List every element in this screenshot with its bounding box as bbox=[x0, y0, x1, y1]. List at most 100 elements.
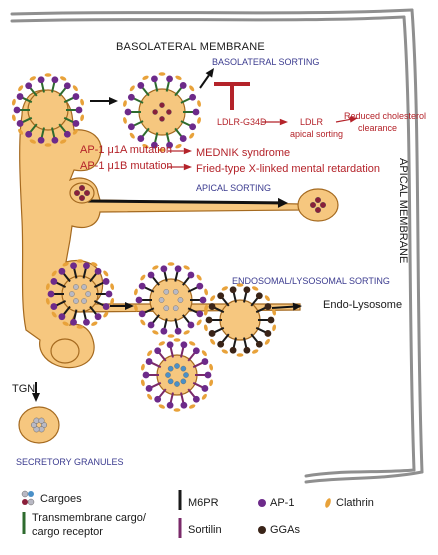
basolateral-vesicle-clathrin bbox=[142, 144, 149, 149]
tgn-endosomal-bud-adaptor bbox=[94, 313, 102, 321]
basolateral-vesicle-adaptor bbox=[179, 135, 187, 142]
endosomal-vesicle-gga-clathrin bbox=[203, 308, 208, 316]
tgn-basolateral-bud-receptor bbox=[58, 86, 67, 97]
tgn-basolateral-bud-clathrin bbox=[44, 143, 52, 147]
secretory-granule bbox=[18, 406, 60, 444]
tgn-endosomal-bud-cargo bbox=[73, 284, 79, 290]
tgn-endosomal-bud-cargo bbox=[81, 284, 87, 290]
endo-lysosome-label: Endo-Lysosome bbox=[323, 299, 403, 311]
tgn-basolateral-bud-clathrin bbox=[11, 98, 16, 106]
endosomal-vesicle-sortilin-clathrin bbox=[140, 363, 145, 371]
basolateral-vesicle-clathrin bbox=[197, 100, 201, 107]
endosomal-vesicle-sortilin-clathrin bbox=[201, 393, 207, 400]
tgn-endosomal-bud-clathrin bbox=[103, 311, 109, 318]
endosomal-vesicle-sortilin-receptor bbox=[192, 381, 204, 389]
legend-transmembrane-label-1: Transmembrane cargo/ bbox=[32, 512, 146, 524]
tgn-basolateral-bud-clathrin bbox=[80, 114, 85, 122]
endosomal-vesicle-gga-adaptor bbox=[267, 316, 275, 324]
endosomal-vesicle-sortilin-adaptor bbox=[180, 341, 188, 349]
endosomal-vesicle-ap1-clathrin bbox=[152, 265, 159, 270]
endosomal-vesicle-gga-receptor bbox=[255, 326, 267, 334]
endosomal-vesicle-gga-adaptor bbox=[264, 330, 272, 337]
endosomal-vesicle-ap1-adaptor bbox=[174, 265, 182, 273]
basolateral-vesicle-receptor bbox=[180, 120, 192, 127]
legend-clathrin-icon bbox=[325, 498, 331, 508]
basolateral-vesicle-cargo bbox=[152, 109, 158, 115]
endosomal-vesicle-ap1-adaptor bbox=[160, 327, 168, 335]
endosomal-vesicle-gga-adaptor bbox=[229, 286, 237, 294]
reduced-clearance-label-1: Reduced cholesterol bbox=[344, 111, 427, 121]
basolateral-membrane-label: BASOLATERAL MEMBRANE bbox=[116, 41, 265, 53]
endosomal-vesicle-ap1-adaptor bbox=[196, 310, 204, 318]
legend-sortilin-label: Sortilin bbox=[188, 524, 222, 536]
endosomal-vesicle-sortilin-adaptor bbox=[201, 358, 209, 365]
endosomal-vesicle-sortilin-cargo bbox=[174, 381, 180, 387]
endosomal-vesicle-gga-clathrin bbox=[236, 283, 244, 287]
tgn-endosomal-bud-clathrin bbox=[76, 325, 84, 329]
endosomal-vesicle-sortilin-clathrin bbox=[189, 341, 196, 346]
endosomal-vesicle-ap1-adaptor bbox=[196, 282, 204, 290]
endosomal-vesicle-sortilin-membrane bbox=[156, 354, 198, 396]
endosomal-vesicle-gga-adaptor bbox=[255, 340, 263, 348]
tgn-endosomal-bud-receptor bbox=[62, 272, 71, 283]
endosomal-vesicle-gga-adaptor bbox=[217, 292, 225, 300]
legend-transmembrane-label-2: cargo receptor bbox=[32, 526, 103, 538]
basolateral-vesicle-receptor bbox=[153, 132, 159, 144]
tgn-basolateral-bud-adaptor bbox=[37, 76, 45, 84]
apical-vesicle-cargo bbox=[310, 201, 317, 208]
endosomal-vesicle-sortilin-adaptor bbox=[204, 371, 212, 379]
basolateral-vesicle-clathrin bbox=[175, 144, 182, 149]
tgn-endosomal-bud-adaptor bbox=[58, 313, 66, 321]
tgn-basolateral-bud-receptor bbox=[51, 127, 56, 139]
endosomal-vesicle-gga-adaptor bbox=[229, 346, 237, 354]
basolateral-vesicle-adaptor bbox=[166, 75, 173, 83]
tgn-endosomal-bud-adaptor bbox=[94, 267, 102, 275]
basolateral-vesicle-adaptor bbox=[151, 141, 158, 149]
endosomal-vesicle-sortilin-clathrin bbox=[147, 350, 153, 357]
basolateral-vesicle-cargo bbox=[159, 116, 165, 122]
tgn-basolateral-bud bbox=[11, 73, 85, 147]
tgn-basolateral-bud-clathrin bbox=[60, 139, 67, 144]
tgn-endosomal-bud-clathrin bbox=[91, 262, 98, 267]
arrow-mu1a-to-mednik bbox=[168, 147, 192, 155]
endosomal-vesicle-sortilin-cargo bbox=[180, 365, 187, 372]
tgn-endosomal-bud-cargo bbox=[85, 291, 91, 297]
endosomal-vesicle-gga-receptor bbox=[221, 333, 230, 344]
tgn-endosomal-bud-receptor bbox=[73, 309, 78, 321]
tgn-cargo-pocket-membrane bbox=[69, 182, 95, 204]
endosomal-vesicle-ap1-adaptor bbox=[199, 296, 207, 304]
basolateral-vesicle-clathrin bbox=[129, 85, 135, 92]
basolateral-vesicle-adaptor bbox=[189, 93, 197, 101]
endosomal-vesicle-ap1-clathrin bbox=[133, 304, 138, 312]
basolateral-vesicle-membrane bbox=[138, 88, 186, 136]
tgn-endosomal-bud-clathrin bbox=[51, 270, 57, 277]
endosomal-vesicle-gga-adaptor bbox=[208, 303, 216, 310]
tgn-endosomal-bud bbox=[45, 259, 115, 329]
endosomal-vesicle-ap1-cargo bbox=[172, 289, 179, 295]
tgn-endosomal-bud-adaptor bbox=[47, 290, 55, 298]
tgn-endosomal-bud-receptor bbox=[93, 281, 105, 288]
endosomal-vesicle-ap1-adaptor bbox=[138, 282, 146, 290]
tgn-endosomal-bud-adaptor bbox=[50, 278, 58, 285]
tgn-endosomal-bud-adaptor bbox=[83, 318, 90, 326]
ldlr-label: LDLR bbox=[300, 117, 324, 127]
apical-vesicle-cargo bbox=[315, 206, 322, 213]
endosomal-vesicle-ap1-clathrin bbox=[167, 262, 175, 266]
tgn-endosomal-bud-receptor bbox=[89, 272, 98, 283]
basolateral-vesicle-cargo bbox=[166, 109, 172, 115]
endosomal-vesicle-gga-receptor bbox=[250, 296, 259, 307]
vesicles bbox=[11, 72, 339, 444]
ldlr-apical-sorting-label: apical sorting bbox=[290, 129, 344, 139]
endosomal-vesicle-sortilin-adaptor bbox=[145, 358, 153, 365]
basolateral-vesicle-adaptor bbox=[127, 93, 135, 101]
tgn-endosomal-bud-adaptor bbox=[70, 318, 77, 326]
basolateral-vesicle-adaptor bbox=[137, 135, 145, 142]
endosomal-vesicle-gga-adaptor bbox=[205, 316, 213, 324]
arrow-apical-sorting bbox=[85, 197, 288, 208]
endosomal-vesicle-sortilin-adaptor bbox=[166, 401, 174, 409]
endosomal-vesicle-gga-clathrin bbox=[272, 324, 277, 332]
endosomal-vesicle-gga-receptor bbox=[232, 291, 237, 303]
basolateral-vesicle-clathrin bbox=[197, 117, 201, 124]
basolateral-vesicle bbox=[123, 72, 201, 152]
tgn-cargo-pocket-cargo bbox=[78, 184, 85, 191]
